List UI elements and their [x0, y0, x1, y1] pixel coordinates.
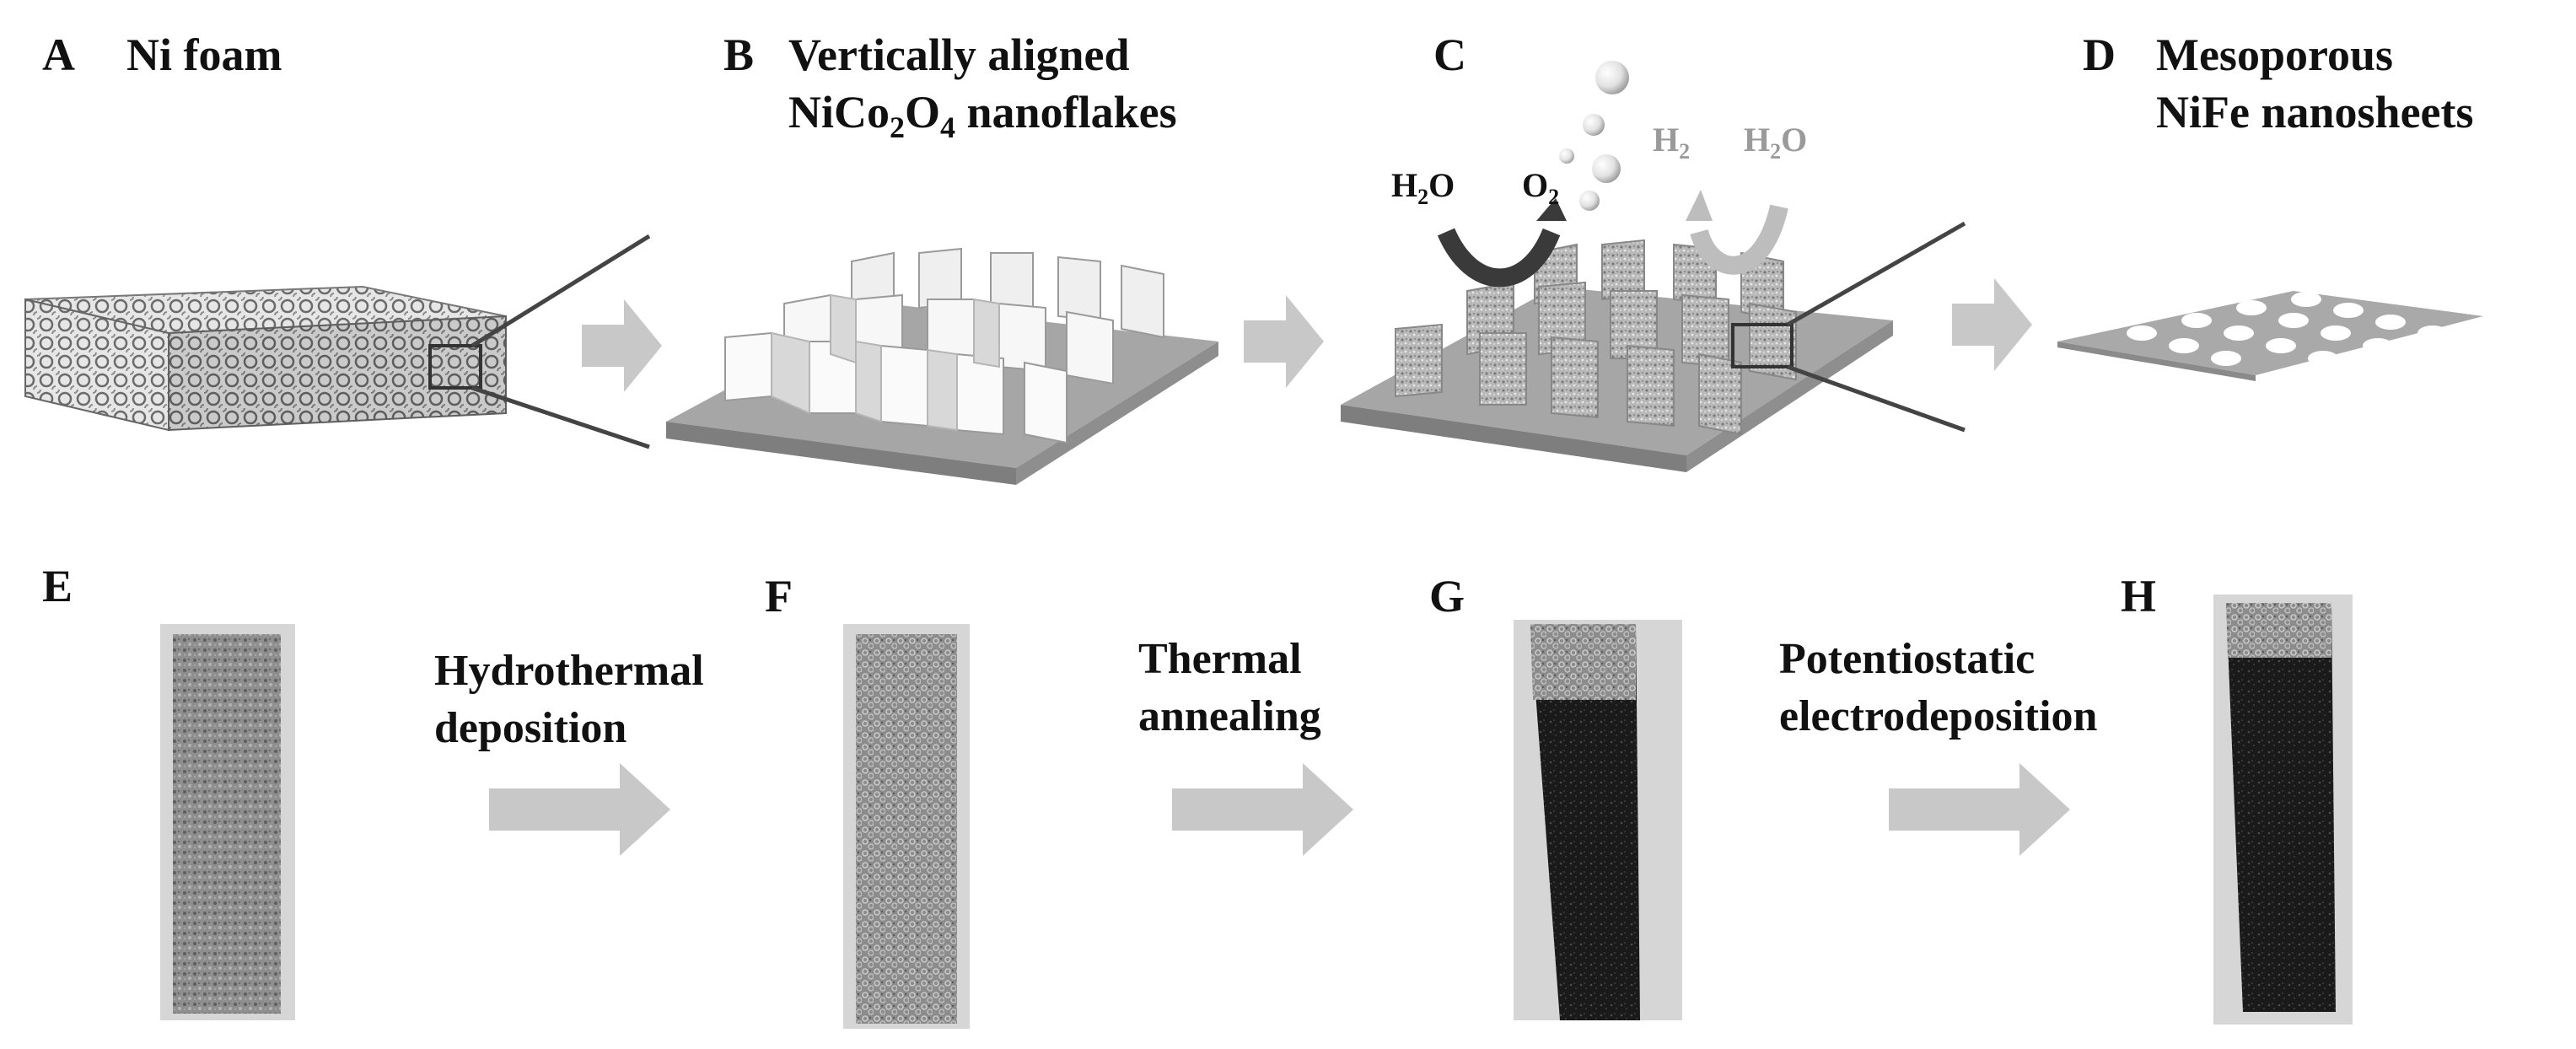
photo-h-electrodeposited-strip: [2213, 594, 2353, 1025]
zoom-line-c-top: [1786, 221, 1966, 327]
nife-coated-nanoflake-array: [1341, 239, 1893, 472]
photo-g-annealed-strip: [1514, 620, 1682, 1020]
step3-line1: Potentiostatic: [1779, 635, 2036, 683]
gas-bubble: [1595, 61, 1629, 94]
panel-title-b-line2: NiCo2O4 nanoflakes: [788, 86, 1177, 144]
nicoo-nanoflake-array: [666, 247, 1218, 485]
gas-bubble: [1583, 114, 1605, 136]
zoom-line-a-top: [471, 234, 651, 348]
gas-bubble: [1592, 154, 1621, 183]
panel-label-e: E: [42, 561, 73, 611]
panel-title-b: Vertically aligned NiCo2O4 nanoflakes: [788, 27, 1177, 146]
photo-f-nicoo-strip: [843, 624, 970, 1029]
panel-label-b: B: [723, 30, 755, 80]
panel-label-f: F: [765, 571, 793, 621]
step1-line1: Hydrothermal: [434, 647, 704, 695]
arrow-a-to-b: [582, 299, 662, 392]
zoom-line-c-bottom: [1787, 364, 1966, 433]
h2o-reactant-right-label: H2O: [1744, 121, 1808, 164]
panel-title-b-line1: Vertically aligned: [788, 30, 1130, 80]
o2-product-label: O2: [1522, 166, 1560, 209]
photo-e-ni-foam-strip: [160, 624, 295, 1020]
h2o-reactant-label: H2O: [1391, 166, 1455, 209]
arrow-g-to-h: [1889, 763, 2070, 856]
gas-bubble: [1559, 148, 1574, 164]
arrow-c-to-d: [1952, 278, 2032, 371]
panel-label-c: C: [1433, 30, 1466, 80]
panel-label-a: A: [42, 30, 75, 80]
oer-arrow: [1437, 228, 1561, 288]
step-hydrothermal-deposition: Hydrothermal deposition: [434, 643, 704, 756]
step2-line2: annealing: [1138, 691, 1321, 740]
panel-label-g: G: [1429, 571, 1465, 621]
step3-line2: electrodeposition: [1779, 691, 2098, 740]
panel-label-d: D: [2083, 30, 2116, 80]
panel-title-d-line2: NiFe nanosheets: [2156, 86, 2474, 137]
step-potentiostatic-electrodeposition: Potentiostatic electrodeposition: [1779, 631, 2097, 745]
panel-title-d-line1: Mesoporous: [2156, 30, 2394, 80]
step2-line1: Thermal: [1138, 635, 1302, 683]
arrow-e-to-f: [489, 763, 670, 856]
ni-foam-block: [24, 285, 507, 432]
arrow-f-to-g: [1172, 763, 1353, 856]
arrow-b-to-c: [1244, 295, 1324, 388]
h2-product-label: H2: [1653, 121, 1691, 164]
panel-title-d: Mesoporous NiFe nanosheets: [2156, 27, 2474, 141]
zoom-line-a-bottom: [471, 385, 650, 449]
her-arrow: [1690, 204, 1788, 275]
step1-line2: deposition: [434, 703, 627, 752]
gas-bubble: [1579, 191, 1600, 211]
step-thermal-annealing: Thermal annealing: [1138, 631, 1321, 745]
panel-label-h: H: [2121, 571, 2157, 621]
panel-title-a: Ni foam: [126, 30, 282, 80]
mesoporous-nanosheet: [2057, 291, 2483, 381]
